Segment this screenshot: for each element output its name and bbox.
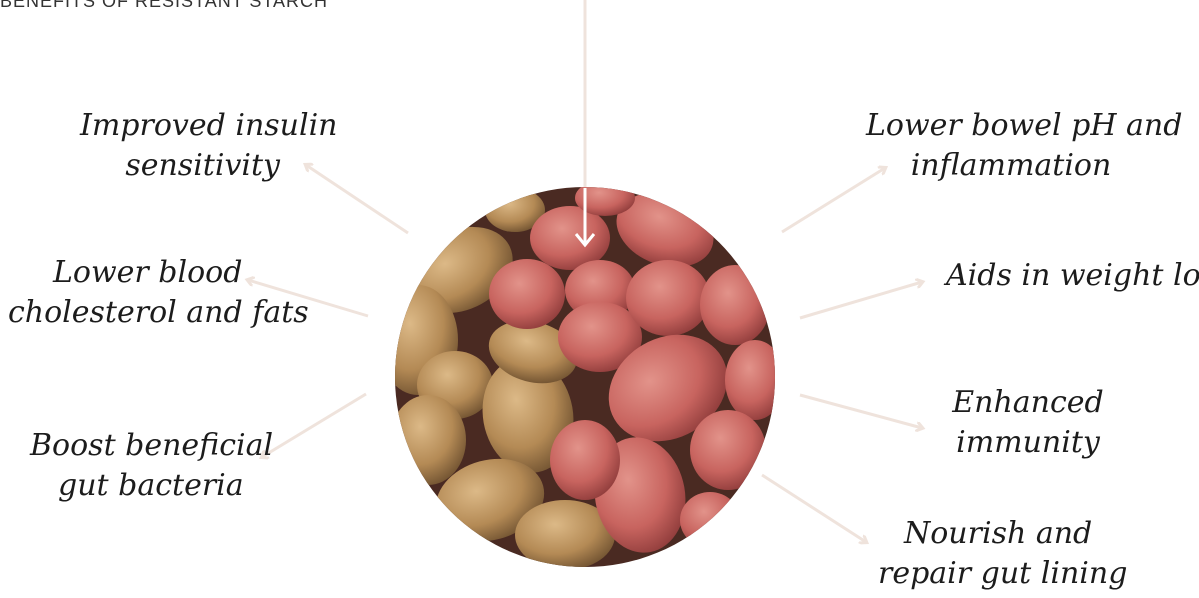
benefit-cholesterol: Lower blood cholesterol and fats bbox=[8, 253, 309, 333]
benefit-gut-bacteria: Boost beneficial gut bacteria bbox=[30, 426, 273, 506]
benefit-immunity-line2: immunity bbox=[948, 423, 1108, 463]
benefit-insulin-line2: sensitivity bbox=[80, 146, 325, 186]
benefit-weight-line1: Aids in weight loss bbox=[946, 256, 1199, 296]
benefit-gut-lining: Nourish and repair gut lining bbox=[878, 514, 1127, 594]
benefit-insulin-line1: Improved insulin bbox=[80, 106, 325, 146]
benefit-bowel: Lower bowel pH and inflammation bbox=[866, 106, 1156, 186]
benefit-bowel-line1: Lower bowel pH and bbox=[866, 106, 1156, 146]
benefit-immunity-line1: Enhanced bbox=[948, 383, 1108, 423]
benefit-bowel-line2: inflammation bbox=[866, 146, 1156, 186]
benefit-gut-bacteria-line2: gut bacteria bbox=[30, 466, 273, 506]
benefit-cholesterol-line2: cholesterol and fats bbox=[8, 293, 309, 333]
benefit-cholesterol-line1: Lower blood bbox=[8, 253, 309, 293]
benefit-gut-bacteria-line1: Boost beneficial bbox=[30, 426, 273, 466]
benefit-gut-lining-line1: Nourish and bbox=[878, 514, 1127, 554]
benefit-weight: Aids in weight loss bbox=[946, 256, 1199, 296]
benefit-gut-lining-line2: repair gut lining bbox=[878, 554, 1127, 594]
benefit-insulin: Improved insulin sensitivity bbox=[80, 106, 325, 186]
benefit-immunity: Enhanced immunity bbox=[948, 383, 1108, 463]
